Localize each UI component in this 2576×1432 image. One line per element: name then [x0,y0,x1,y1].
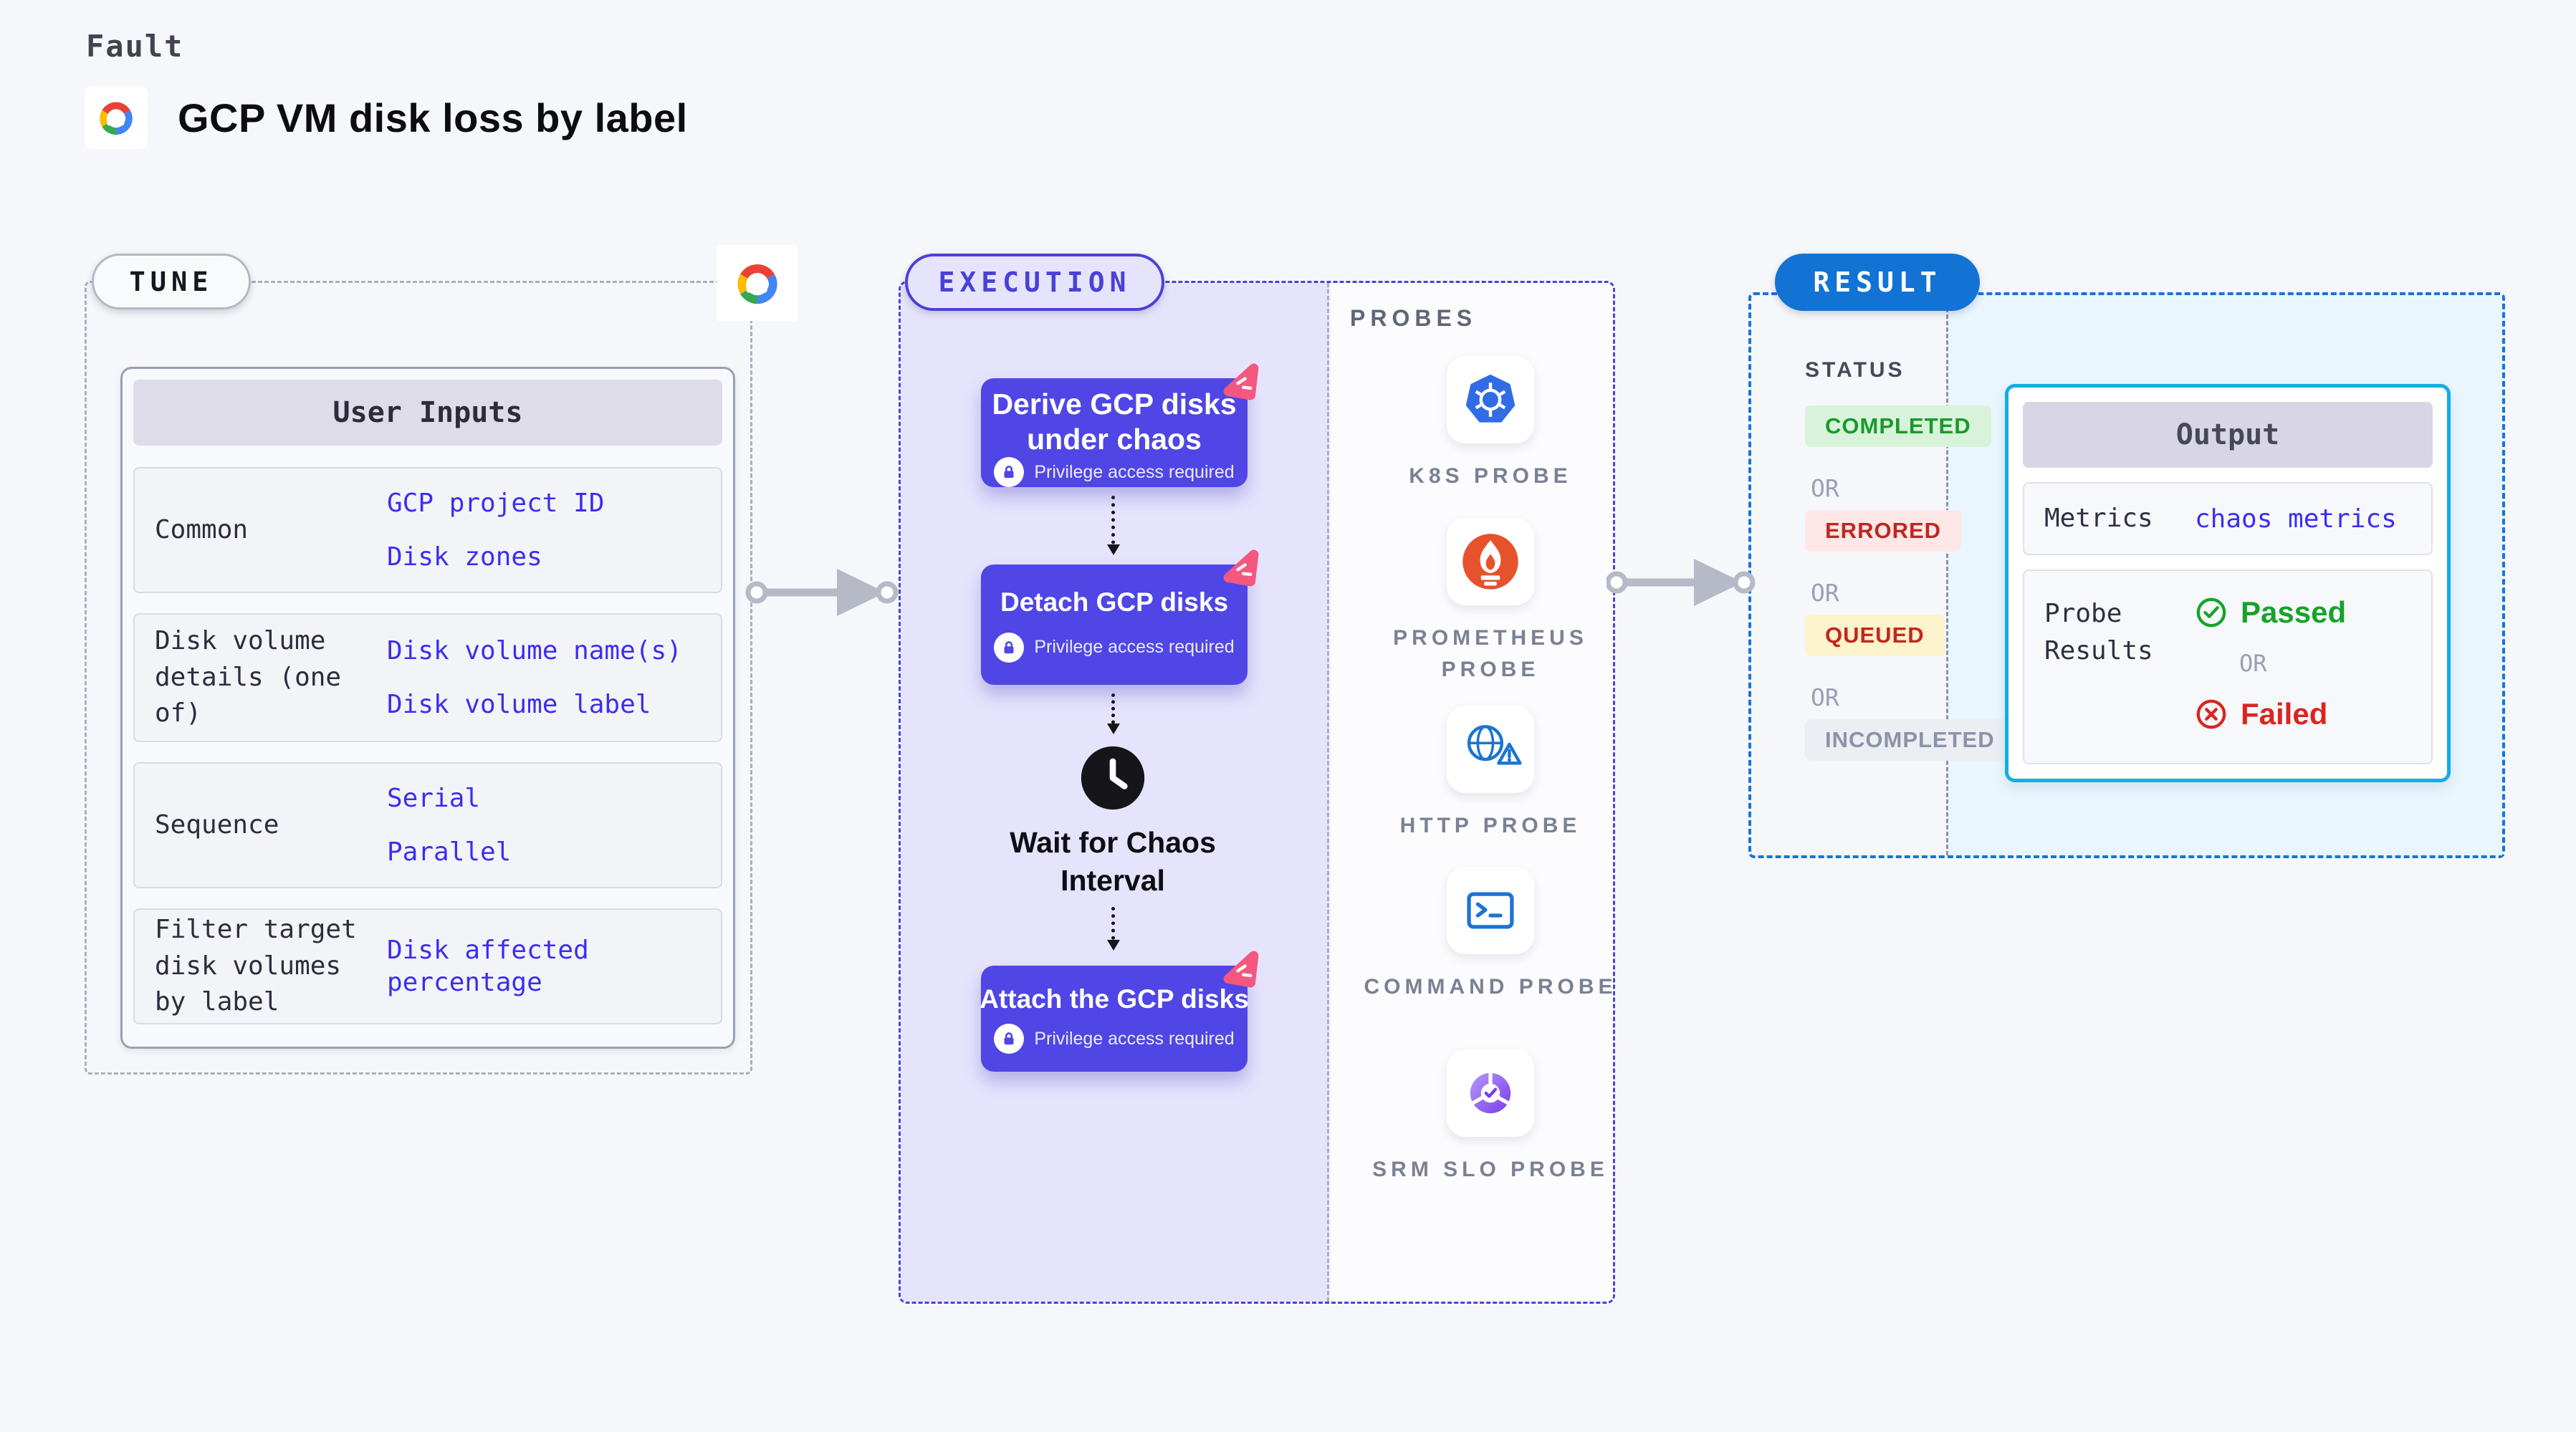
clock-icon [1078,744,1147,812]
row-label: Filter target disk volumes by label [155,915,357,1017]
connector-arrow [745,569,899,616]
privilege-note: Privilege access required [994,632,1235,663]
step-title: Attach the GCP disks [980,984,1249,1014]
metrics-row: Metrics chaos metrics [2023,482,2433,555]
step-attach-gcp-disks: Attach the GCP disks Privilege access re… [980,951,1259,1072]
prometheus-icon [1447,518,1534,605]
lock-icon [994,457,1025,488]
row-value: GCP project ID [387,489,605,518]
probe-label: HTTP PROBE [1399,814,1581,837]
probe-results-row: Probe Results Passed OR Failed [2023,570,2433,764]
metrics-value: chaos metrics [2195,504,2397,534]
gcp-cloud-icon [737,264,777,304]
probe-result-failed: Failed [2195,697,2346,731]
status-title: STATUS [1805,358,1905,382]
chaos-icon [1219,947,1263,991]
row-label: Sequence [155,809,279,840]
lock-icon [994,632,1025,663]
row-value: Disk zones [387,542,542,572]
row-value: Disk volume label [387,690,651,719]
x-circle-icon [2196,699,2226,729]
status-badge-errored: ERRORED [1805,510,1962,552]
row-value: Disk affected percentage [387,936,589,997]
probes-title: PROBES [1350,305,1478,331]
privilege-note-text: Privilege access required [1034,461,1235,482]
connector-arrow [1607,559,1756,606]
probe-srm-slo: SRM SLO PROBE [1363,1049,1618,1186]
privilege-note-text: Privilege access required [1034,637,1235,658]
row-value: Serial [387,784,481,813]
tune-badge: TUNE [92,254,251,309]
or-separator: OR [1811,474,1839,502]
step-title: Detach GCP disks [1000,587,1229,618]
user-input-row: Filter target disk volumes by label Disk… [133,908,722,1024]
output-header: Output [2023,402,2433,468]
user-input-row: Common GCP project ID Disk zones [133,467,722,593]
tune-gcp-logo [717,245,798,321]
row-value: Disk volume name(s) [387,636,682,665]
failed-text: Failed [2241,697,2328,731]
kubernetes-icon [1447,356,1534,443]
execution-badge: EXECUTION [905,254,1164,311]
probe-results-label: Probe Results [2044,599,2153,666]
probe-label: SRM SLO PROBE [1372,1158,1609,1181]
user-input-row: Sequence Serial Parallel [133,762,722,888]
privilege-note-text: Privilege access required [1034,1028,1235,1049]
globe-alert-icon [1447,706,1534,793]
row-label: Common [155,514,249,544]
probe-command: COMMAND PROBE [1363,867,1618,1003]
row-label: Disk volume details (one of) [155,626,342,729]
probe-label: PROMETHEUS PROBE [1393,626,1588,681]
probe-label: K8S PROBE [1409,464,1572,488]
tune-panel [85,281,752,1075]
probe-http: HTTP PROBE [1363,706,1618,842]
flow-arrow-down [1107,907,1120,951]
wait-for-chaos-label: Wait for Chaos Interval [1010,826,1216,898]
step-detach-gcp-disks: Detach GCP disks Privilege access requir… [981,549,1259,685]
probe-prometheus: PROMETHEUS PROBE [1363,518,1618,685]
gcp-cloud-icon [100,102,133,135]
step-title: Derive GCP disks under chaos [992,388,1237,456]
probe-result-passed: Passed [2195,595,2346,630]
user-inputs-header: User Inputs [133,380,722,446]
lock-icon [994,1024,1025,1054]
check-circle-icon [2196,597,2226,628]
step-derive-gcp-disks: Derive GCP disks under chaos Privilege a… [981,363,1259,488]
or-separator: OR [2239,650,2267,677]
terminal-icon [1447,867,1534,954]
user-input-row: Disk volume details (one of) Disk volume… [133,613,722,742]
fault-kicker: Fault [86,29,184,64]
probe-k8s: K8S PROBE [1363,356,1618,492]
row-value: Parallel [387,837,512,867]
passed-text: Passed [2241,595,2347,629]
chaos-icon [1219,546,1263,590]
flow-arrow-down [1107,496,1120,555]
or-separator: OR [1811,579,1839,607]
privilege-note: Privilege access required [994,1024,1235,1054]
flow-arrow-down [1107,693,1120,734]
page-title: GCP VM disk loss by label [178,95,688,140]
gcp-logo [85,86,148,149]
status-badge-queued: QUEUED [1805,615,1945,656]
slo-gauge-icon [1447,1049,1534,1137]
result-badge: RESULT [1775,254,1980,311]
or-separator: OR [1811,683,1839,711]
privilege-note: Privilege access required [994,457,1235,488]
status-badge-incompleted: INCOMPLETED [1805,719,2015,761]
metrics-label: Metrics [2044,503,2153,533]
output-card: Output Metrics chaos metrics Probe Resul… [2005,384,2451,782]
chaos-icon [1219,360,1263,404]
status-badge-completed: COMPLETED [1805,405,1991,447]
probe-label: COMMAND PROBE [1364,975,1617,999]
